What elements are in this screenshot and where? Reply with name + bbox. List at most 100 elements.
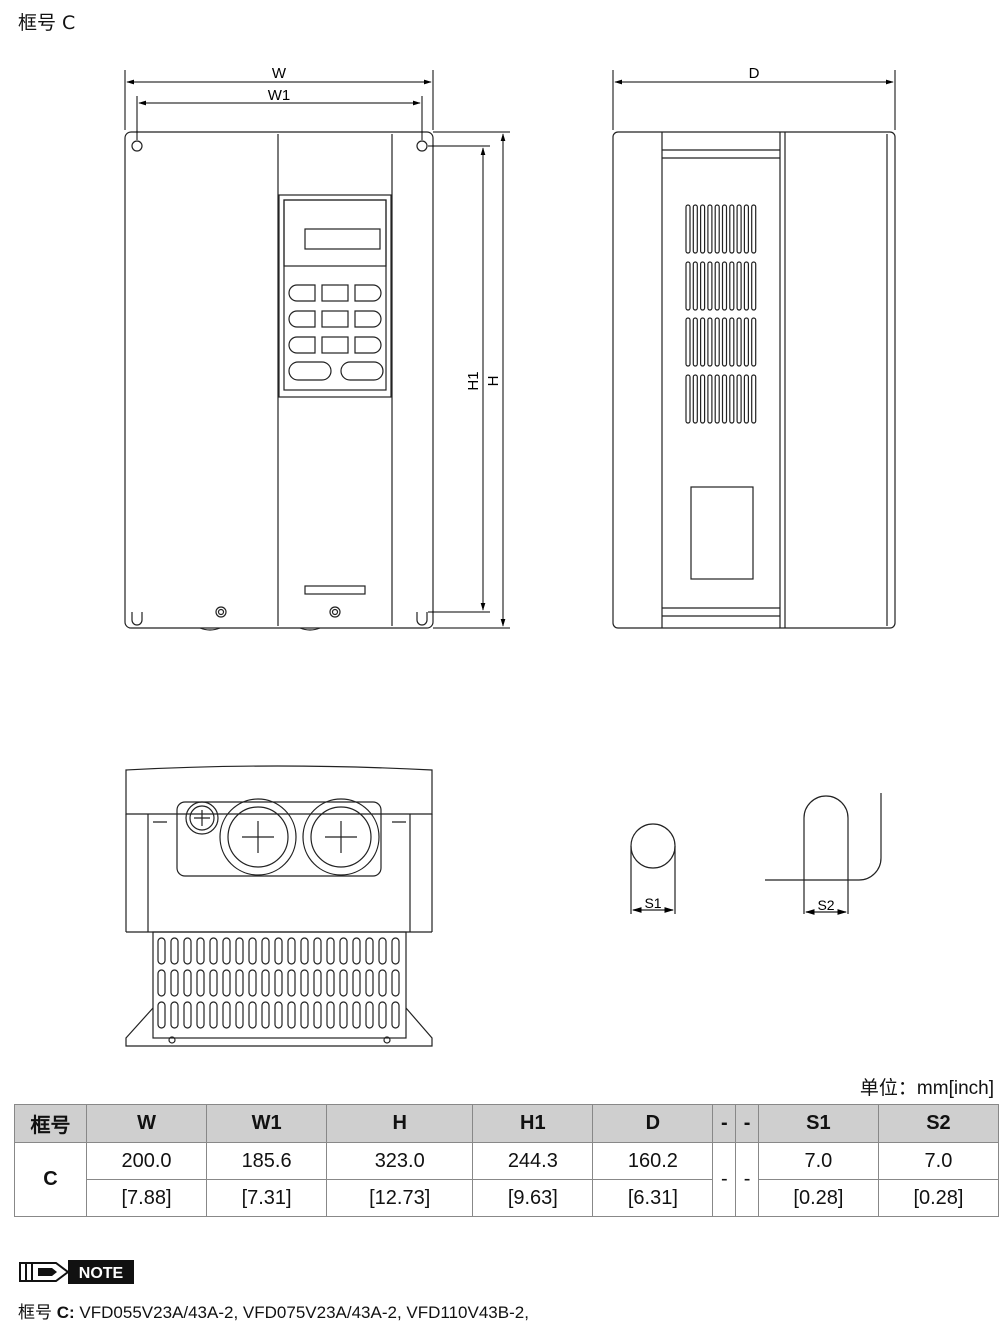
vent-slot: [183, 1001, 192, 1029]
vent-slot: [313, 937, 322, 965]
vent-slot: [339, 937, 348, 965]
vent-slot: [183, 969, 192, 997]
front-body-outline: [124, 131, 434, 629]
vent-slot: [274, 937, 283, 965]
vent-slot: [209, 1001, 218, 1029]
lcd-display: [304, 228, 381, 250]
vent-slot: [196, 937, 205, 965]
vent-slot: [183, 937, 192, 965]
cell-d-inch: [6.31]: [592, 1179, 714, 1217]
cell-d: 160.2: [592, 1142, 714, 1180]
side-window: [690, 486, 754, 580]
vent-slot: [743, 317, 750, 367]
dim-label-h: H: [485, 376, 502, 387]
vent-slot: [736, 204, 742, 254]
vent-slot: [352, 969, 361, 997]
vent-slot: [729, 374, 735, 424]
vent-slot: [743, 261, 750, 311]
vent-slot: [300, 937, 309, 965]
frame-title: 框号 C: [18, 12, 76, 34]
side-view: [612, 131, 896, 629]
note-prefix: 框号: [18, 1303, 52, 1322]
vent-slot: [300, 1001, 309, 1029]
front-dimensions: [124, 70, 510, 629]
vent-slot: [261, 937, 270, 965]
vent-slot: [261, 969, 270, 997]
side-body-outline: [612, 131, 896, 629]
header-dash-2: -: [735, 1104, 759, 1143]
vent-slot: [736, 317, 742, 367]
vent-slot: [378, 969, 387, 997]
vent-slot: [721, 317, 728, 367]
vent-slot: [692, 317, 698, 367]
dim-label-s2: S2: [817, 897, 834, 913]
vent-slot: [170, 1001, 179, 1029]
vent-slot: [222, 937, 231, 965]
vent-slot: [685, 374, 691, 424]
vent-slot: [222, 1001, 231, 1029]
header-h: H: [326, 1104, 474, 1143]
vent-slot: [391, 969, 400, 997]
vent-slot: [287, 937, 296, 965]
dim-label-w: W: [272, 65, 287, 82]
cell-w1-inch: [7.31]: [206, 1179, 328, 1217]
vent-slot: [300, 969, 309, 997]
cell-dash-2: -: [735, 1142, 759, 1217]
vent-slot: [707, 317, 713, 367]
note-models: VFD055V23A/43A-2, VFD075V23A/43A-2, VFD1…: [79, 1303, 529, 1322]
vent-slot: [261, 1001, 270, 1029]
vent-slot: [196, 1001, 205, 1029]
vent-slot: [196, 969, 205, 997]
vent-slot: [209, 969, 218, 997]
vent-slot: [685, 204, 691, 254]
header-h1: H1: [472, 1104, 594, 1143]
note-badge-text: NOTE: [79, 1265, 124, 1282]
header-w: W: [85, 1104, 208, 1143]
vent-slot: [707, 204, 713, 254]
side-vent-slots: [685, 204, 757, 424]
bottom-vent-slots: [157, 937, 400, 1029]
vent-slot: [721, 204, 728, 254]
cell-w1: 185.6: [206, 1142, 328, 1180]
vent-slot: [235, 937, 244, 965]
header-s2: S2: [877, 1104, 1000, 1143]
header-w1: W1: [206, 1104, 328, 1143]
vent-slot: [352, 1001, 361, 1029]
vent-slot: [365, 969, 374, 997]
vent-slot: [751, 204, 757, 254]
vent-slot: [714, 261, 720, 311]
dim-label-w1: W1: [268, 87, 291, 104]
keypad-panel: [278, 194, 392, 398]
vent-slot: [352, 937, 361, 965]
note-frame: C:: [56, 1303, 75, 1322]
vent-slot: [699, 261, 706, 311]
keypad-buttons: [288, 284, 384, 381]
vent-slot: [339, 1001, 348, 1029]
cell-s1-inch: [0.28]: [757, 1179, 879, 1217]
vent-slot: [714, 374, 720, 424]
vent-slot: [751, 374, 757, 424]
vent-slot: [157, 969, 166, 997]
cell-w: 200.0: [85, 1142, 208, 1180]
vent-slot: [170, 969, 179, 997]
vent-slot: [699, 204, 706, 254]
vent-slot: [378, 937, 387, 965]
vent-slot: [287, 1001, 296, 1029]
vent-slot: [729, 204, 735, 254]
vent-slot: [274, 969, 283, 997]
vent-slot: [721, 261, 728, 311]
vent-slot: [707, 261, 713, 311]
vent-slot: [339, 969, 348, 997]
cell-h1-inch: [9.63]: [472, 1179, 594, 1217]
cell-h-inch: [12.73]: [326, 1179, 474, 1217]
cell-s1: 7.0: [757, 1142, 879, 1180]
vent-slot: [391, 1001, 400, 1029]
vent-slot: [707, 374, 713, 424]
note-text: 框号 C: VFD055V23A/43A-2, VFD075V23A/43A-2…: [18, 1298, 529, 1323]
cell-h: 323.0: [326, 1142, 474, 1180]
unit-label: 单位：mm[inch]: [859, 1078, 994, 1099]
vent-slot: [743, 204, 750, 254]
vent-slot: [235, 969, 244, 997]
vent-slot: [685, 261, 691, 311]
cell-h1: 244.3: [472, 1142, 594, 1180]
